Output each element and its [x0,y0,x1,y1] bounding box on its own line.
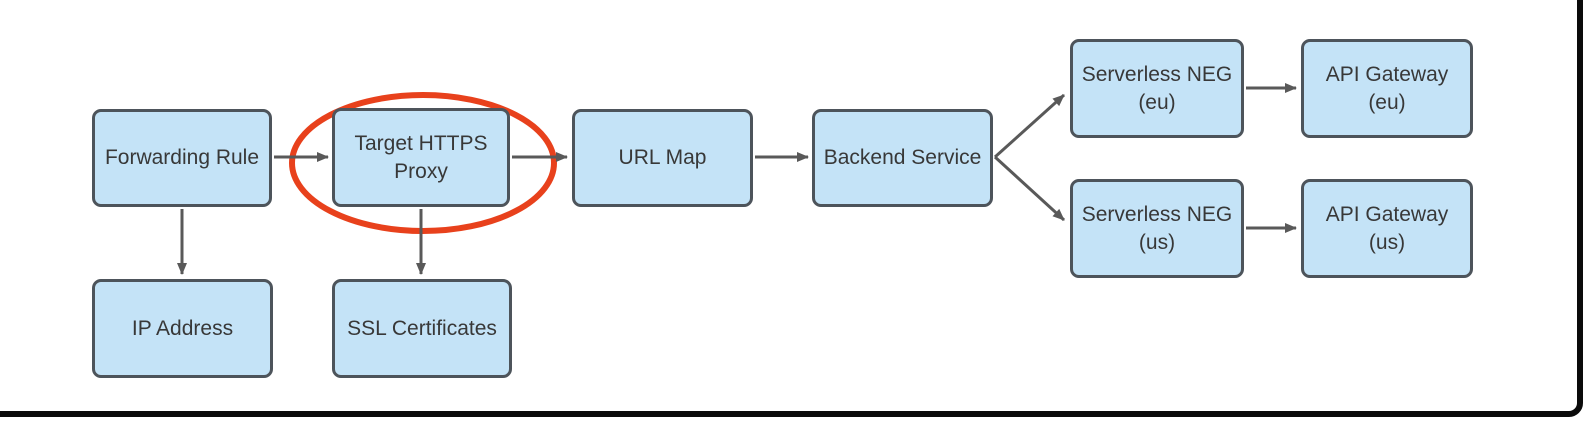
node-target-https-proxy: Target HTTPS Proxy [332,108,510,207]
node-label: Backend Service [823,146,982,170]
node-api-gateway-us: API Gateway (us) [1301,179,1473,278]
node-label-line2: Proxy [394,159,448,183]
edge-backend-service-to-serverless-neg-us [993,155,1066,222]
node-label: Target HTTPS [354,132,488,156]
node-forwarding-rule: Forwarding Rule [92,109,272,207]
node-label: IP Address [131,316,234,340]
node-serverless-neg-eu: Serverless NEG (eu) [1070,39,1244,138]
node-backend-service: Backend Service [812,109,993,207]
node-label-line2: (eu) [1138,90,1176,114]
node-label-line2: (eu) [1368,90,1406,114]
node-serverless-neg-us: Serverless NEG (us) [1070,179,1244,278]
node-url-map: URL Map [572,109,753,207]
node-label-line2: (us) [1368,230,1406,254]
node-label: SSL Certificates [347,316,497,340]
node-label: Forwarding Rule [104,146,260,170]
node-label: URL Map [618,146,707,170]
node-label: API Gateway [1325,63,1449,87]
node-ssl-certificates: SSL Certificates [332,279,512,378]
edge-backend-service-to-serverless-neg-eu [993,93,1066,159]
node-label: Serverless NEG [1081,203,1233,227]
node-ip-address: IP Address [92,279,273,378]
node-label: API Gateway [1325,203,1449,227]
node-label: Serverless NEG [1081,63,1233,87]
node-api-gateway-eu: API Gateway (eu) [1301,39,1473,138]
node-label-line2: (us) [1138,230,1176,254]
